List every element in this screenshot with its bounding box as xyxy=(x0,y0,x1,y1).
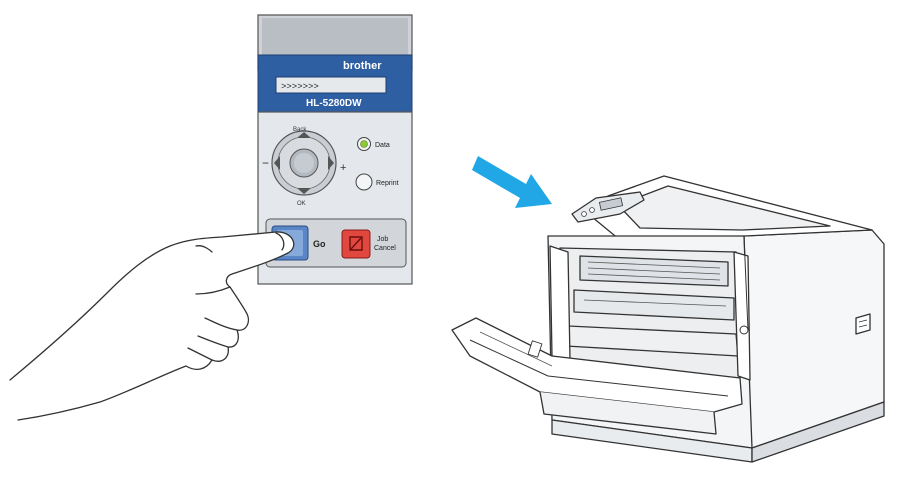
navigation-dpad[interactable] xyxy=(271,130,337,196)
hand-pointing-icon xyxy=(9,231,295,421)
brand-logo: brother xyxy=(343,60,382,72)
reprint-button[interactable] xyxy=(355,173,373,191)
arrow-right-down-icon xyxy=(472,156,552,208)
side-vent xyxy=(855,313,871,335)
lcd-display xyxy=(275,76,387,94)
job-cancel-label-line1: Job xyxy=(377,236,388,243)
right-arrow-icon xyxy=(328,156,334,170)
down-arrow-icon xyxy=(297,188,311,194)
printer-front-cover-open-icon xyxy=(451,175,885,463)
left-arrow-icon xyxy=(274,156,280,170)
output-tray xyxy=(617,185,831,231)
front-cover-open xyxy=(451,317,743,413)
up-arrow-icon xyxy=(297,132,311,138)
go-label: Go xyxy=(313,239,326,249)
ok-label: OK xyxy=(297,201,306,207)
reprint-label: Reprint xyxy=(376,180,399,187)
toner-cartridge xyxy=(573,289,735,321)
model-name: HL-5280DW xyxy=(306,98,362,109)
back-label: Back xyxy=(293,127,307,133)
minus-label: − xyxy=(262,156,269,170)
control-panel: brother >>>>>>> HL-5280DW Back − + OK Da… xyxy=(257,14,413,285)
cancel-icon xyxy=(349,236,363,251)
lcd-text: >>>>>>> xyxy=(281,82,319,92)
job-cancel-label-line2: Cancel xyxy=(374,245,396,252)
data-label: Data xyxy=(375,142,390,149)
plus-label: + xyxy=(340,162,346,174)
